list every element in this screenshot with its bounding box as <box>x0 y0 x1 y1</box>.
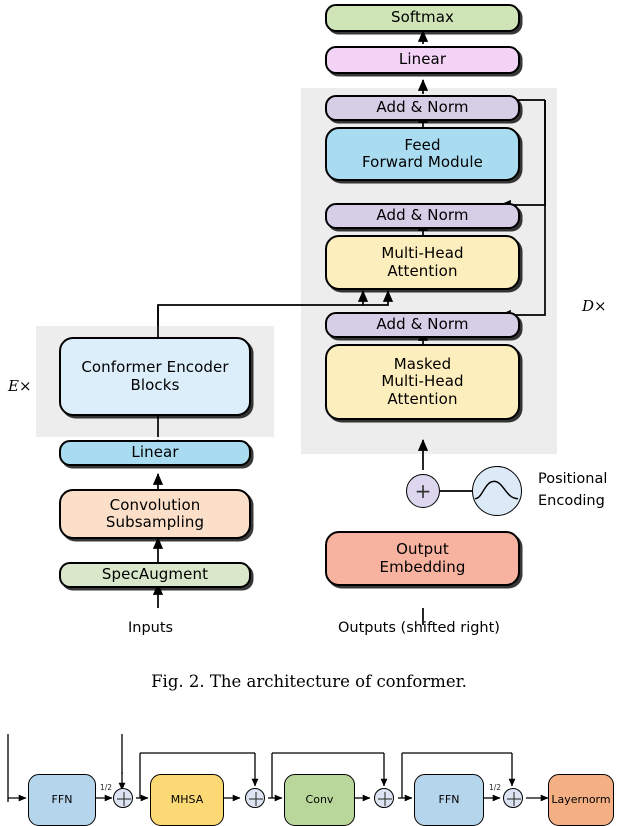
block-label-line2: Forward Module <box>361 153 484 171</box>
block-label: Linear <box>398 50 447 69</box>
block-label: Linear <box>131 443 179 462</box>
positional-encoding-wave-icon <box>472 466 522 516</box>
strip-block-label: FFN <box>51 792 73 806</box>
block-output-embedding[interactable]: Output Embedding <box>325 531 520 586</box>
plus-icon <box>378 792 392 806</box>
strip-block-label: Layernorm <box>551 792 611 806</box>
block-label-line1: Masked <box>393 355 452 374</box>
sine-wave-glyph <box>474 480 519 500</box>
connector-wires <box>152 29 546 625</box>
block-spec-augment[interactable]: SpecAugment <box>59 562 251 588</box>
block-label-line2: Subsampling <box>105 513 205 531</box>
strip-block-ffn-left[interactable]: FFN <box>28 774 96 826</box>
strip-block-label: MHSA <box>170 792 204 806</box>
block-label-line2: Attention <box>387 261 458 280</box>
block-add-norm-1[interactable]: Add & Norm <box>325 312 520 338</box>
plus-icon <box>117 792 131 806</box>
block-label-line2: Blocks <box>130 375 180 394</box>
block-convolution-subsampling[interactable]: Convolution Subsampling <box>59 489 251 539</box>
plus-icon <box>507 792 521 806</box>
block-label-line1: Convolution <box>109 495 201 514</box>
block-masked-multi-head-attention[interactable]: Masked Multi-Head Attention <box>325 344 520 420</box>
strip-block-conv[interactable]: Conv <box>284 774 355 826</box>
block-conformer-encoder-blocks[interactable]: Conformer Encoder Blocks <box>59 337 251 416</box>
block-linear-encoder[interactable]: Linear <box>59 440 251 466</box>
inputs-label: Inputs <box>128 620 174 636</box>
block-label: Add & Norm <box>376 206 469 225</box>
plus-icon: + <box>414 479 432 503</box>
positional-encoding-label-line2: Encoding <box>538 493 605 509</box>
plus-icon <box>249 792 263 806</box>
strip-block-label: FFN <box>438 792 460 806</box>
block-add-norm-2[interactable]: Add & Norm <box>325 203 520 229</box>
block-label: Add & Norm <box>376 315 469 334</box>
strip-block-layernorm[interactable]: Layernorm <box>548 774 614 826</box>
strip-adder-3[interactable] <box>374 788 394 808</box>
strip-half-label-left: 1/2 <box>100 783 113 792</box>
positional-encoding-label-line1: Positional <box>538 471 608 487</box>
block-multi-head-attention[interactable]: Multi-Head Attention <box>325 235 520 290</box>
figure-caption: Fig. 2. The architecture of conformer. <box>151 672 467 691</box>
block-label-line1: Conformer Encoder <box>81 358 229 377</box>
conformer-block-strip-figure: FFN 1/2 MHSA Conv FFN 1/2 Layern <box>0 712 618 826</box>
decoder-repeat-label: D× <box>582 297 607 315</box>
conformer-architecture-figure: Softmax Linear Add & Norm Feed Forward M… <box>8 4 608 636</box>
strip-adder-1[interactable] <box>113 788 133 808</box>
strip-block-ffn-right[interactable]: FFN <box>414 774 484 826</box>
block-label-line1: Multi-Head <box>381 244 464 263</box>
block-label-line1: Output <box>396 540 449 559</box>
block-label: Add & Norm <box>376 98 469 117</box>
strip-block-mhsa[interactable]: MHSA <box>150 774 224 826</box>
strip-half-label-right: 1/2 <box>489 783 502 792</box>
encoder-repeat-label: E× <box>8 377 32 395</box>
block-label-line1: Feed <box>404 135 441 154</box>
block-add-norm-3[interactable]: Add & Norm <box>325 95 520 121</box>
block-label-line3: Attention <box>387 389 458 408</box>
strip-adder-2[interactable] <box>245 788 265 808</box>
strip-block-label: Conv <box>305 792 334 806</box>
block-softmax[interactable]: Softmax <box>325 4 520 32</box>
block-label-line2: Embedding <box>379 557 466 576</box>
block-feed-forward-module[interactable]: Feed Forward Module <box>325 127 520 181</box>
block-label: Softmax <box>391 8 454 27</box>
outputs-label: Outputs (shifted right) <box>338 620 500 636</box>
block-linear-output[interactable]: Linear <box>325 46 520 74</box>
strip-adder-4[interactable] <box>503 788 523 808</box>
positional-encoding-adder[interactable]: + <box>406 474 440 508</box>
block-label: SpecAugment <box>101 565 209 584</box>
block-label-line2: Multi-Head <box>381 372 464 391</box>
strip-connector-wires <box>7 734 549 802</box>
